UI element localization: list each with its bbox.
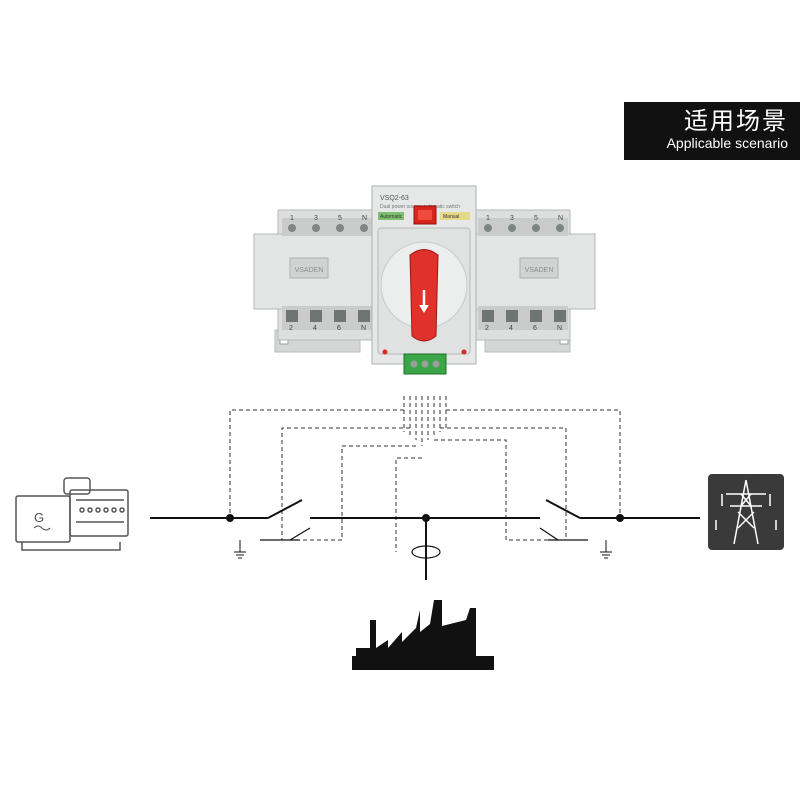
- ground-icon-right: [600, 540, 612, 559]
- terminal-label: 4: [313, 325, 317, 332]
- junction-node-left: [226, 514, 234, 522]
- top-terminals-left: 1 3 5 N: [282, 215, 372, 236]
- generator-icon: [15, 477, 129, 551]
- junction-node-right: [616, 514, 624, 522]
- power-circuit: [150, 499, 700, 580]
- rotary-handle[interactable]: [409, 249, 439, 342]
- model-label: VSQ2-63: [380, 195, 409, 202]
- bottom-terminals-right: 2 4 6 N: [478, 306, 568, 332]
- terminal-label: N: [362, 215, 367, 222]
- terminal-label: 1: [486, 215, 490, 222]
- terminal-label: 3: [510, 215, 514, 222]
- control-wiring: [229, 396, 621, 552]
- terminal-label: 5: [534, 215, 538, 222]
- terminal-label: 3: [314, 215, 318, 222]
- mode-automatic-label: Automatic: [380, 214, 403, 220]
- terminal-label: 4: [509, 325, 513, 332]
- control-terminal-block: [403, 353, 447, 375]
- indicator-led-left: [382, 349, 388, 355]
- terminal-label: N: [361, 325, 366, 332]
- ats-switch-device: VSADEN VSADEN 1 3 5 N 1 3 5 N 2: [253, 185, 596, 375]
- brand-label-left: VSADEN: [295, 267, 324, 274]
- bottom-terminals-left: 2 4 6 N: [282, 306, 372, 332]
- indicator-led-right: [461, 349, 467, 355]
- terminal-label: 5: [338, 215, 342, 222]
- terminal-label: 6: [533, 325, 537, 332]
- terminal-label: N: [558, 215, 563, 222]
- banner-title-cn: 适用场景: [684, 107, 788, 135]
- junction-node-center: [422, 514, 430, 522]
- applicable-scenario-banner: 适用场景 Applicable scenario: [624, 102, 800, 160]
- brand-label-right: VSADEN: [525, 267, 554, 274]
- banner-title-en: Applicable scenario: [666, 135, 788, 151]
- factory-icon: [352, 600, 494, 670]
- terminal-label: N: [557, 325, 562, 332]
- terminal-label: 6: [337, 325, 341, 332]
- mode-manual-label: Manual: [443, 214, 459, 220]
- generator-symbol: G: [34, 510, 44, 525]
- terminal-label: 2: [485, 325, 489, 332]
- current-transformer: [411, 545, 441, 559]
- terminal-label: 1: [290, 215, 294, 222]
- power-tower-icon: [708, 474, 784, 550]
- top-terminals-right: 1 3 5 N: [478, 215, 568, 236]
- ground-icon-left: [234, 540, 246, 559]
- terminal-label: 2: [289, 325, 293, 332]
